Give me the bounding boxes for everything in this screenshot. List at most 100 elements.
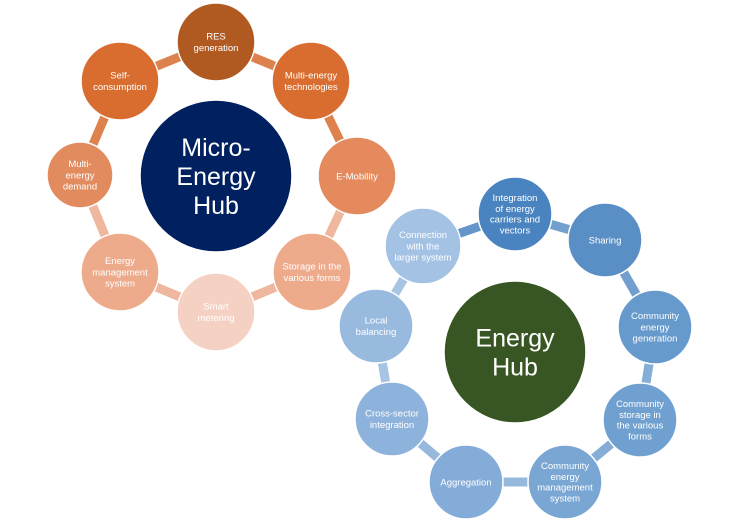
node-circle xyxy=(272,232,352,312)
node-label-line: Cross-sector xyxy=(365,409,419,420)
node-circle xyxy=(317,136,397,216)
node-label-line: management xyxy=(537,483,593,494)
node-e-mobility: E-Mobility xyxy=(317,136,397,216)
node-circle xyxy=(384,207,462,285)
node-circle xyxy=(617,289,693,365)
node-label-line: Energy xyxy=(176,163,256,191)
node-label-line: carriers and xyxy=(490,215,540,226)
node-label-line: Integration xyxy=(493,193,538,204)
node-label: E-Mobility xyxy=(336,171,378,182)
node-label-line: Smart xyxy=(203,302,229,313)
node-label-line: energy xyxy=(65,170,94,181)
node-circle xyxy=(338,288,414,364)
node-label-line: demand xyxy=(63,182,97,193)
node-label-line: metering xyxy=(198,313,235,324)
node-circle xyxy=(602,382,678,458)
node-label-line: various forms xyxy=(283,273,340,284)
node-label-line: E-Mobility xyxy=(336,171,378,182)
node-label-line: Community xyxy=(541,461,589,472)
node-label-line: generation xyxy=(633,334,678,345)
node-label-line: energy xyxy=(550,472,579,483)
node-label-line: vectors xyxy=(500,225,531,236)
node-label-line: technologies xyxy=(284,82,338,93)
node-label-line: balancing xyxy=(356,327,397,338)
node-label-line: Hub xyxy=(193,192,239,220)
node-circle xyxy=(567,202,643,278)
node-label-line: with the xyxy=(406,241,440,252)
node-label: Sharing xyxy=(589,235,622,246)
node-label-line: Storage in the xyxy=(282,262,341,273)
node-circle xyxy=(477,176,553,252)
node-label-line: Multi- xyxy=(68,159,91,170)
node-circle xyxy=(354,381,430,457)
node-label-line: Aggregation xyxy=(440,477,491,488)
node-label-line: storage in xyxy=(619,410,661,421)
node-label-line: larger system xyxy=(394,253,451,264)
node-circle xyxy=(176,272,256,352)
node-label-line: forms xyxy=(628,431,652,442)
node-label-line: integration xyxy=(370,420,414,431)
node-label-line: of energy xyxy=(495,204,535,215)
node-label: Self-consumption xyxy=(93,71,147,93)
node-label-line: the various xyxy=(617,421,664,432)
node-label-line: system xyxy=(105,279,135,290)
node-label-line: Energy xyxy=(105,256,135,267)
node-label-line: Sharing xyxy=(589,235,622,246)
hub-circle xyxy=(443,280,587,424)
node-label-line: energy xyxy=(640,322,669,333)
node-label: Aggregation xyxy=(440,477,491,488)
node-label-line: Local xyxy=(365,316,388,327)
node-circle xyxy=(176,2,256,82)
node-self-consumption: Self-consumption xyxy=(80,41,160,121)
node-label-line: system xyxy=(550,493,580,504)
node-label-line: Hub xyxy=(492,353,538,381)
node-label-line: management xyxy=(92,267,148,278)
node-label-line: Self- xyxy=(110,71,130,82)
node-label-line: Micro- xyxy=(181,134,250,162)
node-label-line: RES xyxy=(206,32,226,43)
node-sharing: Sharing xyxy=(567,202,643,278)
node-circle xyxy=(527,444,603,520)
hub-circle xyxy=(139,99,293,253)
node-label-line: Energy xyxy=(475,324,555,352)
node-label-line: Community xyxy=(631,311,679,322)
node-label-line: consumption xyxy=(93,82,147,93)
node-circle xyxy=(428,444,504,520)
node-circle xyxy=(80,232,160,312)
node-circle xyxy=(46,141,114,209)
node-label-line: Connection xyxy=(399,230,447,241)
node-label-line: Community xyxy=(616,399,664,410)
